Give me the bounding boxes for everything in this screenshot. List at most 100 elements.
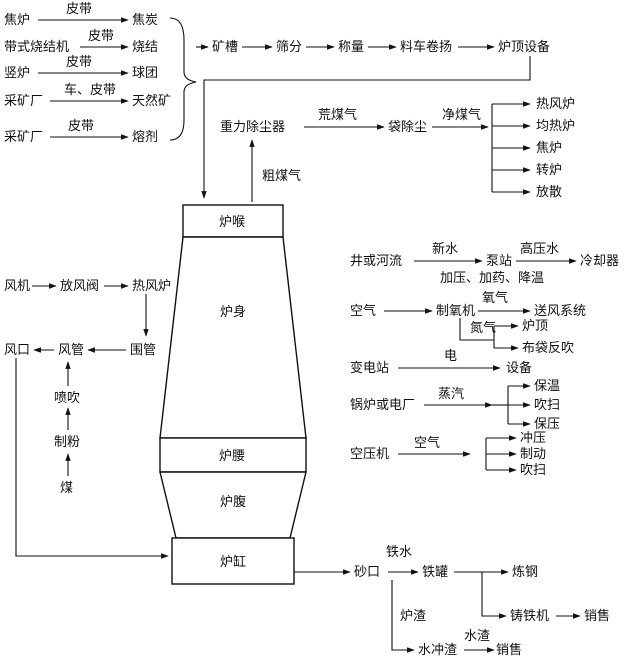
air-use-punching: 冲压 — [520, 431, 546, 446]
furnace-stack: 炉身 — [220, 304, 246, 320]
air-use-braking: 制动 — [520, 447, 546, 462]
furnace-throat: 炉喉 — [219, 215, 245, 230]
furnace-hearth: 炉缸 — [220, 554, 246, 570]
bag-filter: 袋除尘 — [388, 120, 427, 135]
material-flux: 熔剂 — [132, 130, 158, 145]
gas-user-hot-stove: 热风炉 — [536, 97, 575, 112]
screening: 筛分 — [276, 40, 302, 55]
water-treatment: 加压、加药、降温 — [440, 271, 544, 286]
steam-label: 蒸汽 — [438, 387, 464, 402]
water-slag-label: 水渣 — [464, 629, 490, 644]
air-compressor: 空压机 — [350, 447, 389, 462]
oxygen-label: 氧气 — [482, 290, 508, 306]
pump-station: 泵站 — [486, 254, 512, 269]
gas-user-converter: 转炉 — [536, 163, 562, 178]
charging-feed-line — [201, 56, 531, 199]
nitrogen-to-top: 炉顶 — [522, 319, 548, 334]
transport-label: 皮带 — [88, 29, 114, 44]
furnace-stack-shape — [159, 236, 307, 439]
furnace-belly-box — [159, 437, 307, 473]
source-mine-2: 采矿厂 — [4, 130, 43, 145]
slag-line — [391, 580, 415, 653]
steam-use-purge: 吹扫 — [534, 398, 560, 413]
steam-use-pressure-hold: 保压 — [534, 417, 560, 432]
taphole: 砂口 — [354, 565, 380, 580]
compressed-air-label: 空气 — [414, 435, 440, 451]
source-sinter-machine: 带式烧结机 — [4, 40, 69, 55]
blowpipe: 风管 — [58, 343, 84, 358]
furnace-belly: 炉腰 — [219, 449, 245, 464]
charging-line: 矿槽 筛分 称量 料车卷扬 炉顶设备 — [201, 39, 550, 199]
coal-grinding: 制粉 — [54, 435, 80, 450]
steam-system: 锅炉或电厂 蒸汽 保温 吹扫 保压 — [350, 379, 560, 432]
steelmaking: 炼钢 — [512, 565, 538, 580]
raw-materials-section: 焦炉 皮带 焦炭 带式烧结机 皮带 烧结 竖炉 皮带 球团 采矿厂 车、皮带 天… — [4, 2, 209, 145]
hot-metal-label: 铁水 — [386, 545, 412, 560]
slag-sale: 销售 — [496, 642, 522, 658]
coal: 煤 — [60, 481, 73, 496]
water-system: 井或河流 新水 泵站 高压水 冷却器 加压、加药、降温 — [350, 241, 619, 286]
blast-furnace: 炉喉 炉身 炉腰 炉腹 炉缸 — [159, 204, 307, 585]
top-equipment: 炉顶设备 — [498, 39, 550, 55]
products-section: 砂口 铁水 铁罐 炼钢 铸铁机 销售 炉渣 水冲渣 水渣 销售 — [294, 545, 610, 658]
water-source: 井或河流 — [350, 254, 402, 269]
fresh-water-label: 新水 — [432, 241, 458, 257]
substation: 变电站 — [350, 360, 389, 376]
dirty-gas-label: 荒煤气 — [318, 107, 357, 123]
source-shaft-furnace: 竖炉 — [4, 66, 30, 81]
bustle-pipe: 围管 — [130, 343, 156, 358]
tuyere: 风口 — [4, 343, 30, 358]
oxygen-plant: 制氧机 — [436, 304, 475, 319]
gravity-dust-catcher: 重力除尘器 — [220, 119, 285, 135]
clean-gas-label: 净煤气 — [442, 107, 481, 123]
materials-brace — [169, 17, 197, 141]
transport-label: 皮带 — [68, 119, 94, 134]
air-source: 空气 — [350, 303, 376, 319]
skip-hoist: 料车卷扬 — [400, 39, 452, 55]
gas-system: 粗煤气 重力除尘器 荒煤气 袋除尘 净煤气 热风炉 均热炉 焦炉 转炉 放散 — [220, 97, 575, 202]
material-coke: 焦炭 — [132, 13, 158, 28]
tuyere-feed-line — [15, 358, 169, 559]
iron-sale: 销售 — [584, 608, 610, 624]
granulated-slag: 水冲渣 — [418, 643, 457, 658]
pulverized-coal-injection: 喷吹 — [54, 391, 80, 406]
boiler-or-plant: 锅炉或电厂 — [350, 397, 415, 413]
power-system: 变电站 电 设备 — [350, 349, 532, 376]
hot-stove: 热风炉 — [132, 279, 171, 294]
material-pellet: 球团 — [132, 66, 158, 81]
blast-system: 风机 放风阀 热风炉 围管 风管 风口 煤 制粉 喷吹 — [4, 279, 171, 559]
blower: 风机 — [4, 279, 30, 294]
transport-label: 皮带 — [66, 2, 92, 17]
air-use-purge: 吹扫 — [520, 463, 546, 478]
material-sinter: 烧结 — [132, 40, 158, 55]
slag-label: 炉渣 — [400, 609, 426, 624]
material-natural-ore: 天然矿 — [132, 93, 171, 109]
transport-label: 车、皮带 — [64, 82, 116, 98]
source-mine: 采矿厂 — [4, 94, 43, 109]
raw-gas-label: 粗煤气 — [262, 168, 301, 184]
snort-valve: 放风阀 — [60, 279, 99, 294]
oxygen-system: 空气 制氧机 氧气 送风系统 氮气 炉顶 布袋反吹 — [350, 290, 586, 356]
gas-user-coke-oven: 焦炉 — [536, 141, 562, 156]
transport-label: 皮带 — [66, 55, 92, 70]
source-coke-oven: 焦炉 — [4, 13, 30, 28]
gas-user-soaking-pit: 均热炉 — [536, 119, 575, 134]
weighing: 称量 — [338, 40, 364, 55]
gas-user-flare: 放散 — [536, 185, 562, 200]
high-pressure-water-label: 高压水 — [520, 241, 559, 257]
pig-casting-machine: 铸铁机 — [510, 608, 549, 624]
power-equipment: 设备 — [506, 360, 532, 376]
steam-use-insulation: 保温 — [534, 379, 560, 394]
furnace-hearth-box — [171, 537, 295, 585]
nitrogen-line — [459, 318, 494, 341]
blast-supply-system: 送风系统 — [534, 304, 586, 319]
pig-iron-line — [481, 572, 507, 619]
furnace-bosh: 炉腹 — [220, 494, 246, 510]
nitrogen-label: 氮气 — [470, 320, 496, 336]
compressed-air-system: 空压机 空气 冲压 制动 吹扫 — [350, 431, 546, 478]
cooler: 冷却器 — [580, 254, 619, 269]
ladle: 铁罐 — [422, 565, 448, 580]
nitrogen-to-bag-backflush: 布袋反吹 — [522, 341, 574, 356]
power-label: 电 — [444, 349, 457, 364]
